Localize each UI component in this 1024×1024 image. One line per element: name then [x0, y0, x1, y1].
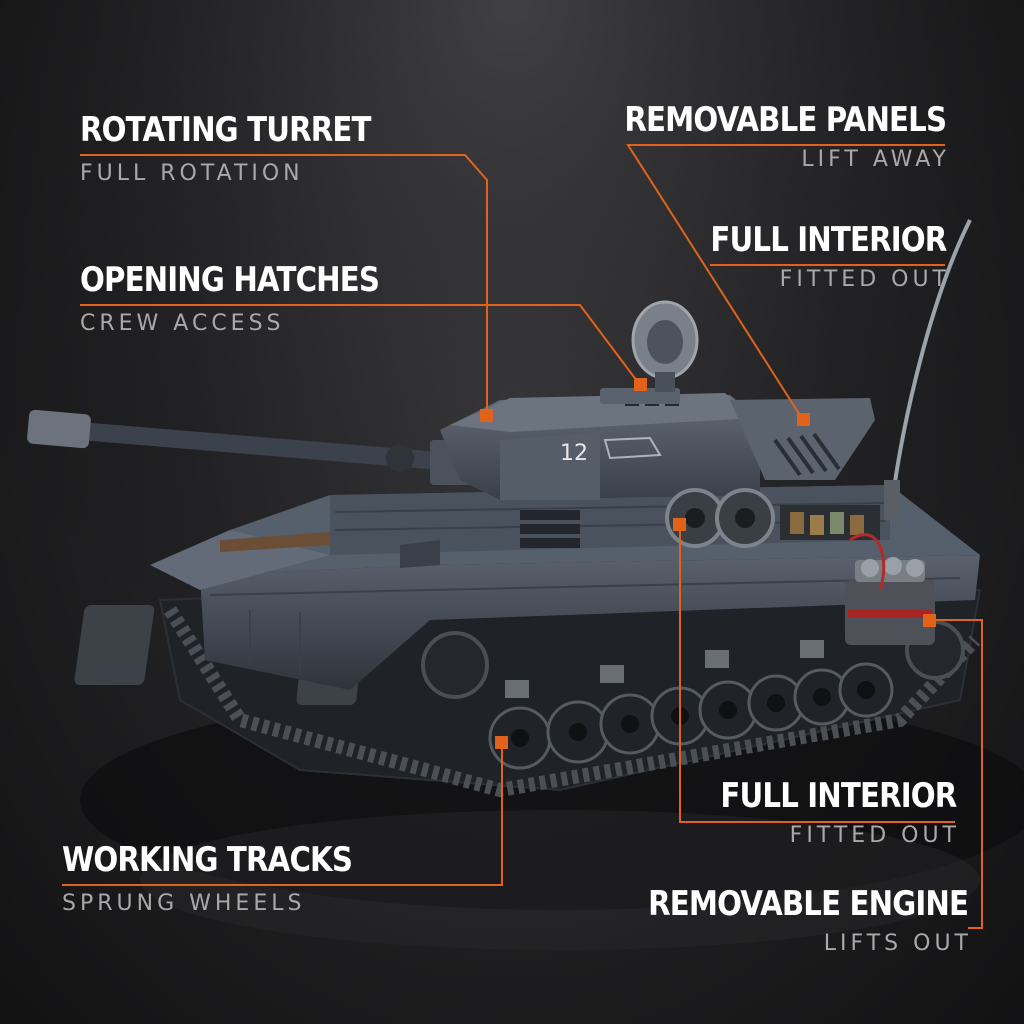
turret-panel-detail — [603, 436, 662, 460]
callout-markers — [480, 378, 936, 749]
wheel-hub — [569, 723, 587, 741]
callout-subtitle: FITTED OUT — [779, 267, 950, 292]
leader-working-tracks — [62, 742, 503, 886]
callout-removable-panels: REMOVABLE PANELS LIFT AWAY — [572, 100, 947, 174]
side-skirt-plates — [505, 640, 824, 698]
callout-opening-hatches: OPENING HATCHES CREW ACCESS — [80, 260, 428, 338]
turret-number: 12 — [560, 441, 588, 466]
antenna-base — [884, 480, 900, 520]
callout-rotating-turret: ROTATING TURRET FULL ROTATION — [80, 110, 418, 188]
callout-title: WORKING TRACKS — [62, 840, 353, 880]
floor-reflection — [140, 810, 980, 950]
gun-barrel — [80, 422, 440, 470]
engine — [845, 533, 935, 645]
callout-title: OPENING HATCHES — [80, 260, 380, 300]
front-headlight — [400, 540, 440, 568]
leader-opening-hatches — [80, 304, 641, 386]
callout-title: FULL INTERIOR — [709, 220, 947, 260]
callout-subtitle: FITTED OUT — [789, 823, 960, 848]
marker-interior — [673, 518, 686, 531]
callout-subtitle: SPRUNG WHEELS — [62, 891, 306, 916]
callout-subtitle: LIFTS OUT — [823, 931, 972, 956]
callout-title: ROTATING TURRET — [80, 110, 371, 150]
callout-title: REMOVABLE PANELS — [624, 100, 947, 140]
wheel-hub — [813, 688, 831, 706]
panel-grille — [773, 432, 841, 477]
marker-panel — [797, 413, 810, 426]
leader-rotating-turret — [80, 154, 488, 415]
callout-subtitle: FULL ROTATION — [80, 161, 304, 186]
wheel-hubs — [511, 681, 875, 747]
wheel-hub — [621, 715, 639, 733]
tools-rack — [220, 532, 330, 552]
wheel-hub — [511, 729, 529, 747]
callout-title: REMOVABLE ENGINE — [647, 884, 969, 924]
interior-wheels — [665, 488, 775, 548]
wheel-hub — [719, 701, 737, 719]
drive-sprocket — [421, 631, 489, 699]
marker-engine — [923, 614, 936, 627]
wheel-hub — [767, 694, 785, 712]
callout-full-interior-top: FULL INTERIOR FITTED OUT — [672, 220, 947, 294]
hull-brick-lines — [209, 502, 961, 675]
marker-turret — [480, 409, 493, 422]
removable-panel — [730, 398, 875, 480]
track-link-band — [164, 606, 981, 798]
leader-full-interior-lower — [679, 525, 955, 823]
callout-working-tracks: WORKING TRACKS SPRUNG WHEELS — [62, 840, 399, 918]
callout-removable-engine: REMOVABLE ENGINE LIFTS OUT — [596, 884, 969, 958]
callout-title: FULL INTERIOR — [719, 776, 957, 816]
turret-front-face — [500, 432, 600, 500]
callout-subtitle: LIFT AWAY — [801, 147, 950, 172]
leader-removable-panels — [626, 144, 945, 421]
gun-collar — [386, 444, 414, 472]
callout-full-interior-lower: FULL INTERIOR FITTED OUT — [682, 776, 957, 850]
turret: 12 — [440, 300, 760, 500]
open-hatch-lid — [631, 300, 699, 392]
wheel-hub — [857, 681, 875, 699]
hull-side — [200, 555, 980, 690]
callout-leaders — [62, 144, 983, 929]
leader-removable-engine — [930, 619, 983, 929]
callout-subtitle: CREW ACCESS — [80, 311, 285, 336]
marker-hatch — [634, 378, 647, 391]
hull-vents — [520, 510, 580, 548]
muzzle-brake — [27, 409, 91, 449]
marker-tracks — [495, 736, 508, 749]
